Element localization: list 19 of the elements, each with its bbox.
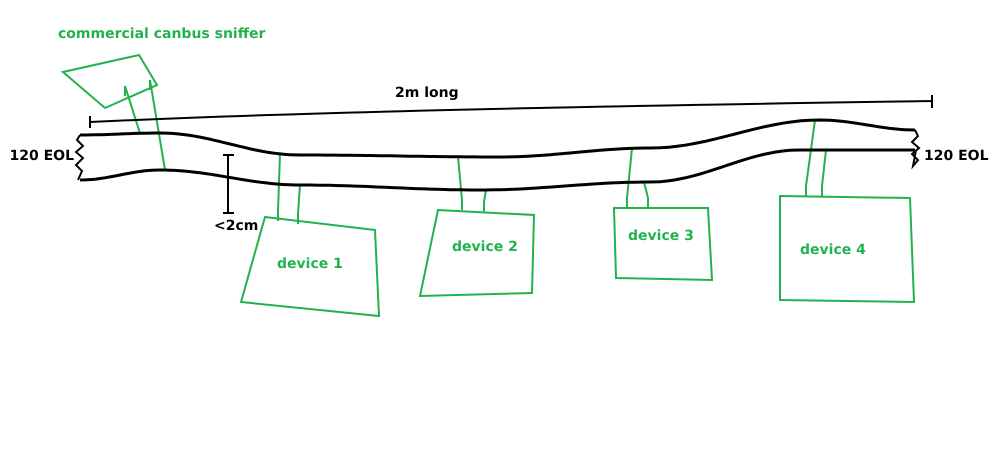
device-label: device 2 (452, 239, 518, 255)
wire (821, 150, 827, 196)
device-label: device 3 (628, 228, 694, 244)
device-label: device 4 (800, 242, 866, 258)
termination-label: 120 EOL (924, 148, 988, 164)
wire (643, 182, 649, 208)
wire (805, 120, 816, 196)
device-label: device 1 (277, 256, 343, 272)
wire (626, 148, 633, 208)
dimension-label: 2m long (395, 85, 459, 101)
wire (483, 190, 487, 212)
dimension-label: <2cm (214, 218, 258, 234)
wire (277, 154, 281, 221)
termination-label: 120 EOL (10, 148, 74, 164)
wire (149, 79, 166, 170)
wire (457, 156, 463, 210)
sniffer-title: commercial canbus sniffer (58, 26, 266, 42)
wire (124, 85, 141, 134)
wire (297, 184, 301, 224)
